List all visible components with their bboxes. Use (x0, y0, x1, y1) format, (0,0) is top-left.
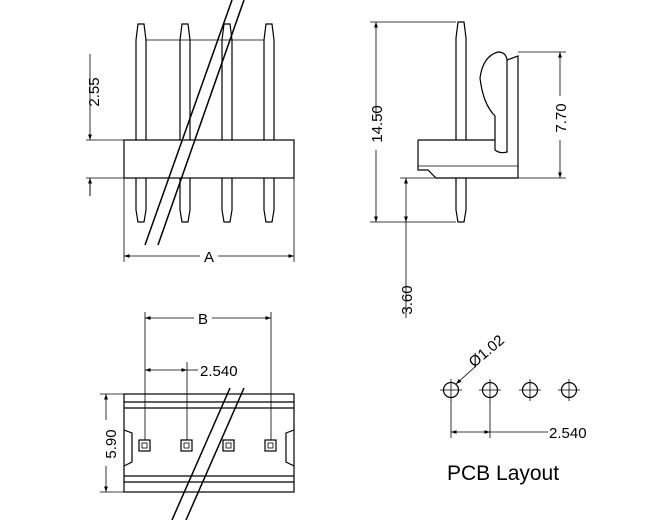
front-view: 2.55 A (86, 0, 295, 266)
dim-tail-length-label: 3.60 (399, 285, 416, 314)
front-view-break-line (144, 0, 245, 246)
bottom-view-break-line (171, 387, 245, 520)
dim-tail-length: 3.60 (399, 177, 436, 318)
dim-bottom-pitch: 2.540 (145, 362, 238, 440)
dim-depth: 5.90 (100, 393, 124, 493)
dim-width-a-label: A (204, 249, 214, 266)
dim-body-height: 7.70 (518, 51, 570, 179)
dim-hole-diameter-label: Ø1.02 (466, 332, 508, 371)
dim-total-height-label: 14.50 (369, 105, 386, 143)
side-view-pin (455, 21, 467, 223)
dim-pcb-pitch-label: 2.540 (549, 425, 587, 442)
dim-bottom-pitch-label: 2.540 (200, 363, 238, 380)
pcb-layout: Ø1.02 2.540 PCB Layout (440, 332, 587, 485)
dim-body-height-label: 7.70 (553, 103, 570, 132)
dim-pin-length: 2.55 (86, 54, 124, 196)
bottom-view-pins (138, 439, 277, 452)
dim-width-a: A (123, 178, 295, 266)
bottom-view: B 2.540 5.90 (100, 311, 295, 520)
dim-hole-diameter: Ø1.02 (455, 332, 508, 385)
side-view-housing (417, 51, 519, 179)
dim-span-b-label: B (198, 311, 208, 328)
dim-span-b: B (144, 311, 272, 440)
pcb-layout-title: PCB Layout (447, 462, 559, 485)
front-view-pins (135, 23, 275, 223)
dim-total-height: 14.50 (369, 21, 456, 223)
dim-pcb-pitch: 2.540 (450, 400, 587, 442)
bottom-view-housing (123, 393, 295, 493)
front-view-housing (123, 139, 295, 179)
dim-pin-length-label: 2.55 (86, 77, 103, 106)
dim-depth-label: 5.90 (103, 429, 120, 458)
side-view: 14.50 7.70 3.60 (369, 21, 570, 318)
pcb-layout-holes (440, 379, 580, 401)
